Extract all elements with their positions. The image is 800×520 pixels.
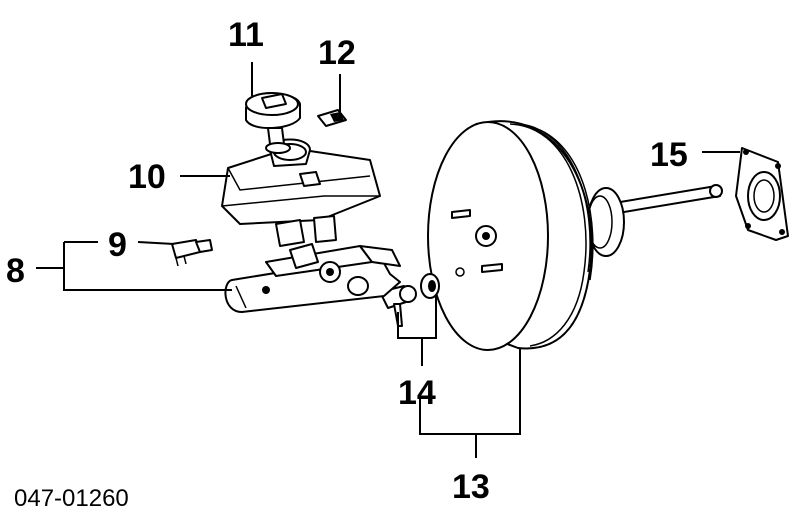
mounting-gasket-part [735, 147, 789, 241]
callout-14: 14 [398, 374, 436, 412]
callout-15: 15 [650, 136, 688, 174]
callout-8: 8 [6, 252, 25, 290]
callout-13: 13 [452, 468, 490, 506]
level-sensor-part [171, 239, 213, 267]
leader-lines [36, 62, 740, 458]
leader-13 [419, 348, 521, 458]
callout-labels: 11 12 10 9 8 15 14 13 047-01260 [6, 16, 688, 512]
leader-8 [36, 241, 232, 291]
master-cylinder-part [224, 243, 401, 313]
callout-10: 10 [128, 158, 166, 196]
check-valve-part [379, 273, 440, 327]
retaining-clip-part [317, 109, 347, 127]
reservoir-part [221, 138, 381, 247]
callout-11: 11 [228, 16, 264, 54]
reservoir-cap-part [245, 92, 301, 154]
leader-14 [397, 296, 437, 366]
callout-12: 12 [318, 34, 356, 72]
leader-9 [137, 241, 175, 245]
document-id: 047-01260 [14, 485, 129, 512]
callout-9: 9 [108, 226, 127, 264]
brake-booster-part [427, 120, 723, 351]
